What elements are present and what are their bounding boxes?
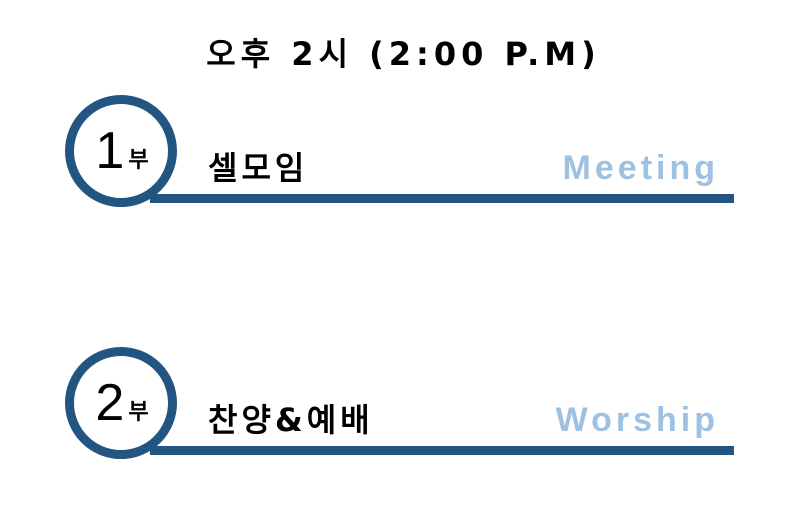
- session-2-title: 찬양&예배: [208, 401, 374, 439]
- session-1-number: 1: [95, 122, 125, 180]
- session-1-suffix: 부: [128, 148, 149, 173]
- session-1: 1 부 셀모임 Meeting: [0, 92, 807, 222]
- page-title: 오후 2시 (2:00 P.M): [206, 35, 601, 73]
- session-1-underline: [150, 194, 734, 203]
- session-2-underline: [150, 446, 734, 455]
- session-2-number: 2: [95, 374, 125, 432]
- session-2-suffix: 부: [128, 400, 149, 425]
- session-2: 2 부 찬양&예배 Worship: [0, 344, 807, 474]
- session-1-english-label: Meeting: [562, 149, 719, 187]
- session-1-title: 셀모임: [208, 149, 309, 187]
- session-2-number-badge: 2 부: [65, 347, 177, 459]
- session-2-english-label: Worship: [555, 401, 719, 439]
- session-1-number-badge: 1 부: [65, 95, 177, 207]
